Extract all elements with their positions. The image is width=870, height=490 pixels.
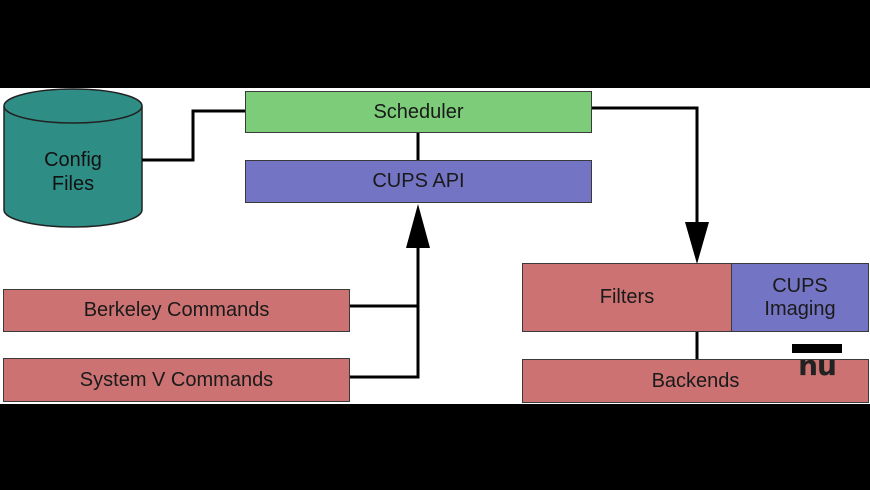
- api-arrowhead: [406, 204, 430, 248]
- backends-box: Backends: [522, 359, 869, 403]
- cups-api-label: CUPS API: [372, 170, 465, 192]
- cups-api-box: CUPS API: [245, 160, 592, 203]
- cups-imaging-box: CUPS Imaging: [731, 263, 869, 332]
- scheduler-to-filters-line: [592, 106, 699, 226]
- system-v-commands-box: System V Commands: [3, 358, 350, 402]
- backends-label: Backends: [651, 369, 740, 392]
- connector-lines: [3, 88, 709, 379]
- watermark: nu: [792, 344, 842, 376]
- watermark-bar: [792, 344, 842, 353]
- systemv-to-api-line: [350, 243, 420, 379]
- filters-label: Filters: [599, 286, 655, 308]
- scheduler-box: Scheduler: [245, 91, 592, 133]
- cups-imaging-line1: CUPS: [772, 274, 828, 297]
- berkeley-commands-box: Berkeley Commands: [3, 289, 350, 332]
- scheduler-label: Scheduler: [373, 100, 464, 123]
- watermark-text: nu: [798, 349, 837, 376]
- filters-arrowhead: [685, 222, 709, 264]
- config-files-cylinder: [3, 88, 143, 228]
- cups-architecture-diagram: Config Files Scheduler CUPS API Berkeley…: [0, 88, 870, 404]
- filters-box: Filters: [522, 263, 732, 332]
- config-files-label: Config Files: [18, 148, 128, 196]
- config-files-line2: Files: [51, 173, 95, 195]
- config-files-line1: Config: [44, 149, 102, 171]
- cups-imaging-line2: Imaging: [764, 297, 836, 320]
- config-to-scheduler-line: [142, 109, 246, 162]
- berkeley-commands-label: Berkeley Commands: [83, 299, 270, 321]
- system-v-commands-label: System V Commands: [79, 368, 274, 391]
